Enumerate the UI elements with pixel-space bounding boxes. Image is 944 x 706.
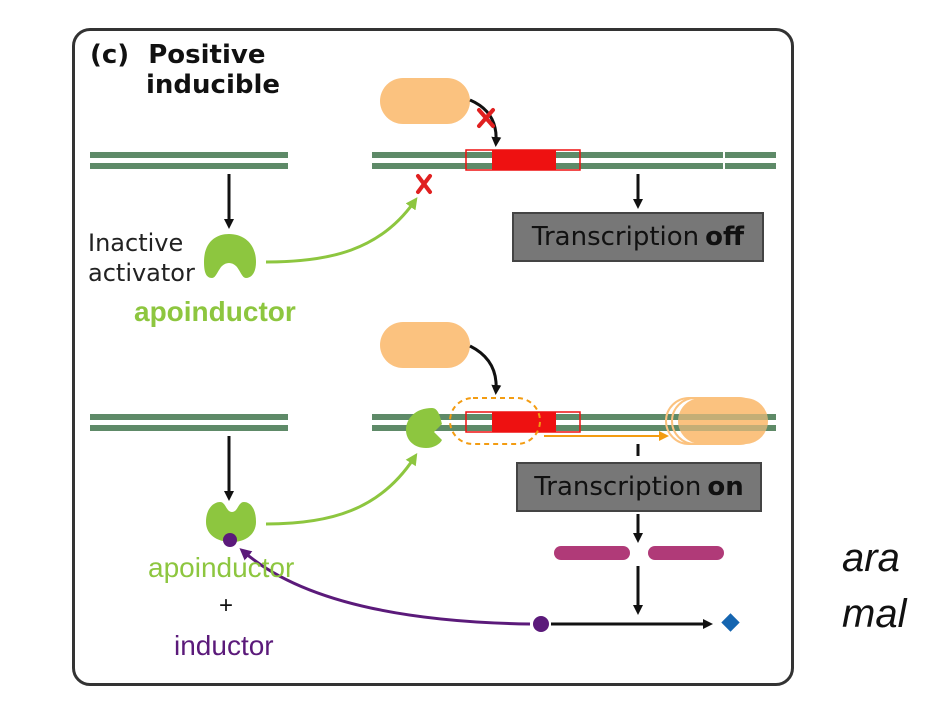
- product-diamond-icon: [721, 613, 740, 632]
- dna-right-top: [372, 150, 776, 171]
- bound-inductor-icon: [223, 533, 237, 547]
- inactive-activator-label: Inactive activator: [88, 228, 195, 288]
- panel-title-line1: (c) Positive: [90, 40, 265, 70]
- inactive-activator-icon: [204, 234, 256, 278]
- apoinductor-label-top: apoinductor: [134, 296, 296, 327]
- inactive-label-line1: Inactive: [88, 229, 184, 257]
- transcription-on-prefix: Transcription: [534, 472, 702, 502]
- transcription-on-state: on: [707, 472, 744, 502]
- operon-example-ara: ara: [842, 536, 900, 580]
- inductor-substrate-icon: [533, 616, 549, 632]
- transcription-off-box: Transcription off: [512, 212, 764, 262]
- transcription-off-state: off: [705, 222, 745, 252]
- apoinductor-label-bottom: apoinductor: [148, 552, 295, 583]
- inductor-label: inductor: [174, 630, 274, 661]
- panel-title-word1: Positive: [148, 40, 266, 70]
- bound-activator-icon: [406, 408, 442, 448]
- rna-polymerase-bottom: [380, 322, 470, 368]
- transcription-on-box: Transcription on: [516, 462, 762, 512]
- no-binding-x-icon: [416, 174, 432, 194]
- mrna-segment-1: [554, 546, 630, 560]
- rna-polymerase-top: [380, 78, 470, 124]
- polymerase-binding-site-outline: [449, 397, 541, 445]
- inactive-label-line2: activator: [88, 259, 195, 287]
- plus-sign: +: [219, 592, 234, 619]
- active-activator-icon: [206, 502, 256, 542]
- transcribing-polymerase: [665, 397, 776, 445]
- dna-right-bottom: [372, 414, 776, 431]
- blocked-x-icon: [477, 108, 495, 128]
- activator-binding-arrow-bottom: [265, 452, 418, 526]
- panel-frame: [72, 28, 794, 686]
- polymerase-binding-arrow-bottom: [469, 344, 502, 395]
- dna-left-top: [90, 152, 288, 169]
- mrna-segment-2: [648, 546, 724, 560]
- promoter-top: [465, 149, 581, 171]
- operon-example-mal: mal: [842, 592, 907, 636]
- panel-title-line2: inducible: [146, 70, 281, 100]
- activator-binding-arrow-top: [265, 197, 418, 264]
- dna-left-bottom: [90, 414, 288, 431]
- polymerase-binding-arrow-top: [469, 98, 502, 147]
- transcription-off-prefix: Transcription: [531, 222, 700, 252]
- inductor-recycle-arrow: [239, 548, 531, 626]
- panel-label: (c): [90, 40, 130, 70]
